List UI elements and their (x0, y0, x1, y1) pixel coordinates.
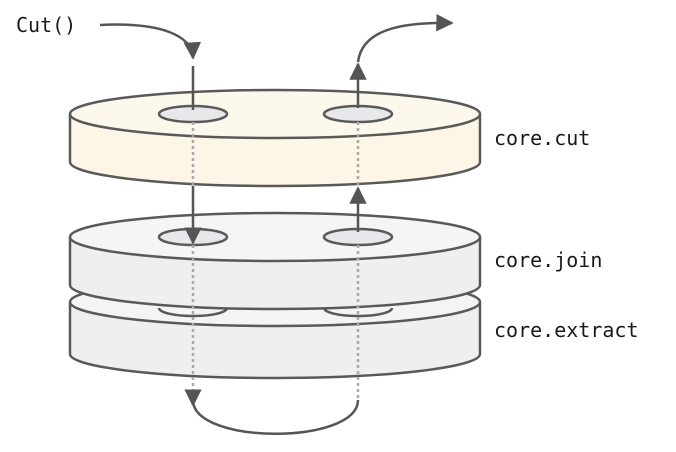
core-cut-top (68, 88, 482, 140)
core-join-disk (68, 211, 482, 318)
layer-label-core-join: core.join (494, 248, 603, 272)
call-label: Cut() (16, 13, 77, 37)
core-cut-disk (68, 88, 482, 188)
core-join-underhole-right (322, 307, 394, 318)
layer-label-core-cut: core.cut (494, 126, 591, 150)
core-join-top (68, 211, 482, 263)
incoming-call-arrow (99, 23, 202, 60)
core-cut-hole-right (322, 104, 394, 124)
bottom-u-turn (191, 399, 360, 435)
layer-label-core-extract: core.extract (494, 318, 639, 342)
core-join-underhole-left (157, 307, 229, 318)
outgoing-return-arrow (356, 13, 454, 63)
